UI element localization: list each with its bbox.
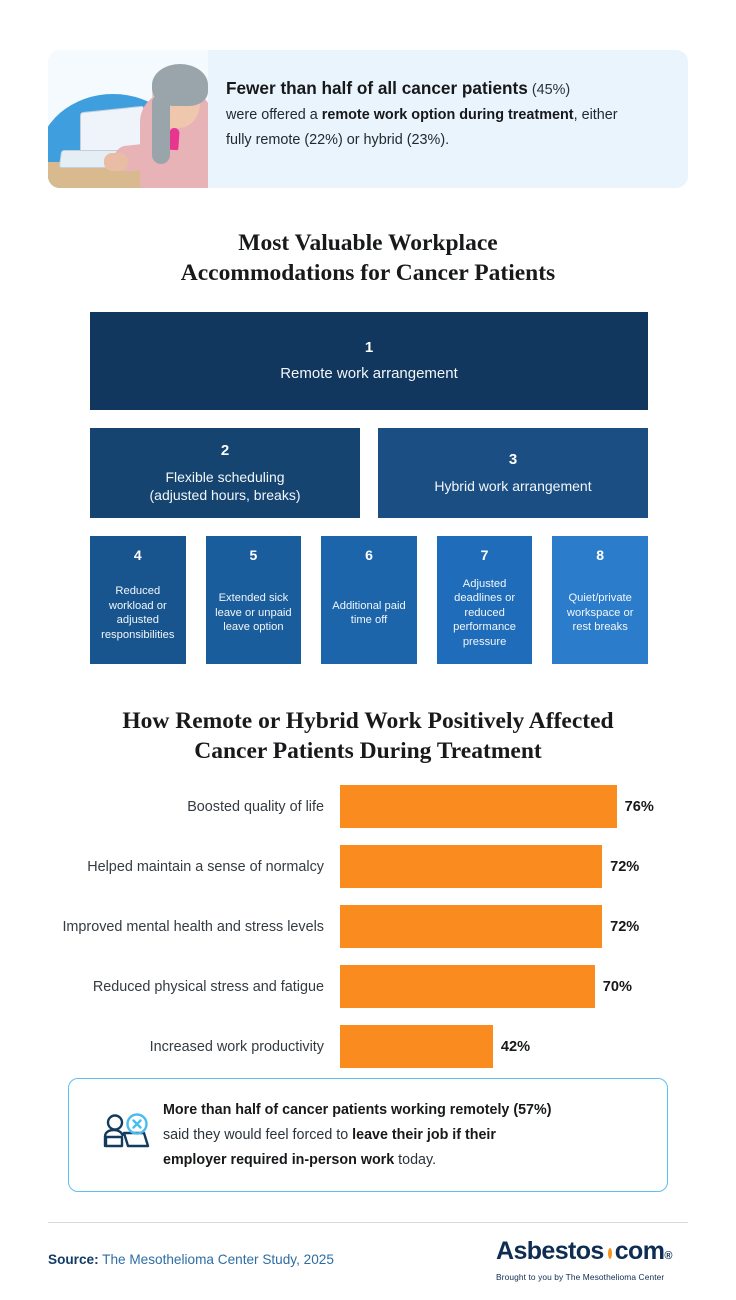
banner-line2-pre: were offered a [226,107,322,123]
remote-effects-title-line2: Cancer Patients During Treatment [194,738,542,764]
rank-box-4[interactable]: 4 Reduced workload or adjusted responsib… [90,536,186,664]
rank-box-7[interactable]: 7 Adjusted deadlines or reduced performa… [436,536,533,664]
banner-lead-pct: (45%) [527,82,571,98]
logo-registered-mark: ® [664,1250,672,1262]
accommodations-title: Most Valuable Workplace Accommodations f… [0,228,736,288]
rank-number: 3 [508,451,518,468]
asbestos-com-logo[interactable]: Asbestos com ® Brought to you by The Mes… [496,1237,672,1283]
rank-box-1[interactable]: 1 Remote work arrangement [90,312,648,410]
photo-headscarf [152,64,208,106]
bar-category-label: Helped maintain a sense of normalcy [87,858,324,875]
rank-box-8[interactable]: 8 Quiet/private workspace or rest breaks [552,536,648,664]
photo-headscarf-tail [152,96,170,164]
banner-line-2: were offered a remote work option during… [226,103,666,128]
rank-label: Reduced workload or adjusted responsibil… [101,585,175,641]
rank-box-5[interactable]: 5 Extended sick leave or unpaid leave op… [205,536,302,664]
accommodations-title-line2: Accommodations for Cancer Patients [180,260,556,286]
bar-row: Boosted quality of life 76% [0,785,736,828]
callout-line-1: More than half of cancer patients workin… [163,1098,551,1123]
banner-line-1: Fewer than half of all cancer patients (… [226,76,666,103]
rank-row-2: 2 Flexible scheduling (adjusted hours, b… [90,428,648,518]
callout-bold-2: leave their job if their [352,1126,496,1143]
rank-number: 1 [364,339,374,356]
rank-number: 8 [596,547,605,563]
callout-text-2-pre: said they would feel forced to [163,1126,353,1143]
rank-number: 2 [220,442,230,459]
bar-category-label: Increased work productivity [149,1038,324,1055]
banner-text-block: Fewer than half of all cancer patients (… [208,50,688,188]
bottom-callout-box: More than half of cancer patients workin… [68,1078,668,1192]
bar-and-value: 72% [340,845,639,888]
callout-line-2: said they would feel forced to leave the… [163,1123,551,1148]
bar-row: Reduced physical stress and fatigue 70% [0,965,736,1008]
logo-tagline: Brought to you by The Mesothelioma Cente… [496,1272,665,1282]
bar-row: Helped maintain a sense of normalcy 72% [0,845,736,888]
bar-value-label: 72% [610,918,640,935]
person-laptop-x-icon [91,1113,163,1157]
remote-effects-title-line1: How Remote or Hybrid Work Positively Aff… [122,708,614,734]
banner-line-3: fully remote (22%) or hybrid (23%). [226,132,450,148]
banner-line2-post: , either [573,107,618,123]
bar [340,845,603,888]
bar-value-label: 70% [602,978,633,995]
rank-row-1: 1 Remote work arrangement [90,312,648,410]
patient-photo [48,50,208,188]
rank-number: 4 [133,547,142,563]
callout-bold-1: More than half of cancer patients workin… [163,1101,552,1118]
callout-line-3: employer required in-person work today. [163,1148,551,1173]
accommodations-title-line1: Most Valuable Workplace [238,230,498,256]
bar-and-value: 76% [340,785,654,828]
rank-label: Adjusted deadlines or reduced performanc… [453,577,516,648]
source-text: The Mesothelioma Center Study, 2025 [98,1252,334,1267]
rank-label: Quiet/private workspace or rest breaks [566,592,634,634]
bar-value-label: 42% [500,1038,531,1055]
banner-line2-bold: remote work option during treatment [321,107,574,123]
bar-row: Improved mental health and stress levels… [0,905,736,948]
accommodations-rank-grid: 1 Remote work arrangement 2 Flexible sch… [90,312,648,664]
rank-label: Flexible scheduling (adjusted hours, bre… [149,469,301,503]
logo-part-1: Asbestos [496,1237,604,1265]
source-label: Source: [48,1252,99,1267]
callout-text-block: More than half of cancer patients workin… [163,1098,551,1173]
callout-text-3-post: today. [394,1151,437,1168]
rank-label: Remote work arrangement [280,365,458,382]
rank-label: Additional paid time off [332,599,406,627]
bar-and-value: 70% [340,965,632,1008]
remote-effects-title: How Remote or Hybrid Work Positively Aff… [0,706,736,766]
rank-number: 7 [480,547,489,563]
bar [340,905,603,948]
footer-divider [48,1222,688,1223]
logo-part-2: com [614,1237,665,1265]
bar [340,1025,493,1068]
bar-value-label: 72% [610,858,640,875]
rank-box-6[interactable]: 6 Additional paid time off [321,536,417,664]
logo-wordmark: Asbestos com ® [496,1237,672,1270]
rank-label: Extended sick leave or unpaid leave opti… [215,592,292,634]
callout-bold-3: employer required in-person work [163,1151,395,1168]
top-stat-banner: Fewer than half of all cancer patients (… [48,50,688,188]
rank-row-3: 4 Reduced workload or adjusted responsib… [90,536,648,664]
photo-person-hand [104,153,128,171]
source-line: Source: The Mesothelioma Center Study, 2… [48,1252,334,1267]
bar [340,965,595,1008]
rank-number: 6 [365,547,373,563]
rank-label: Hybrid work arrangement [434,478,592,494]
bar-value-label: 76% [624,798,654,815]
bar-category-label: Reduced physical stress and fatigue [92,978,324,995]
rank-number: 5 [249,547,258,563]
bar-and-value: 72% [340,905,639,948]
bar-category-label: Boosted quality of life [187,798,324,815]
bar-category-label: Improved mental health and stress levels [62,918,324,935]
logo-orange-dot-icon [607,1248,612,1259]
rank-box-2[interactable]: 2 Flexible scheduling (adjusted hours, b… [90,428,360,518]
bar-and-value: 42% [340,1025,530,1068]
remote-benefits-bar-chart: Boosted quality of life 76% Helped maintai… [0,785,736,1085]
banner-lead: Fewer than half of all cancer patients [226,78,528,98]
bar-row: Increased work productivity 42% [0,1025,736,1068]
bar [340,785,617,828]
rank-box-3[interactable]: 3 Hybrid work arrangement [378,428,648,518]
